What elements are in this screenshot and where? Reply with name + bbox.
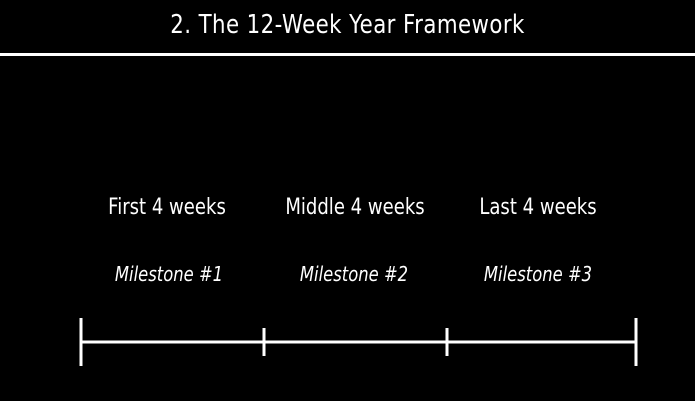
title-divider bbox=[0, 53, 695, 56]
phase-label-last: Last 4 weeks bbox=[479, 195, 597, 220]
phase-label-first: First 4 weeks bbox=[108, 195, 226, 220]
phase-label-middle: Middle 4 weeks bbox=[285, 195, 425, 220]
page-title: 2. The 12-Week Year Framework bbox=[170, 10, 525, 40]
milestone-label-3: Milestone #3 bbox=[483, 262, 593, 286]
milestone-label-2: Milestone #2 bbox=[299, 262, 409, 286]
milestone-label-1: Milestone #1 bbox=[114, 262, 224, 286]
